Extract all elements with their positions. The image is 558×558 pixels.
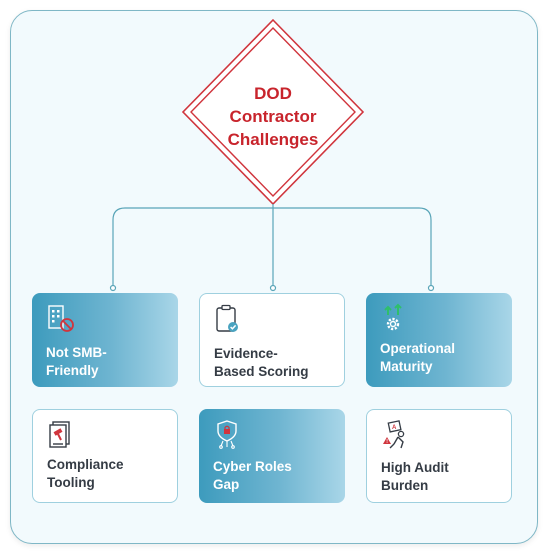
document-gavel-icon bbox=[49, 421, 70, 448]
card-label: Cyber Roles Gap bbox=[213, 459, 292, 492]
card-label: Compliance Tooling bbox=[47, 457, 124, 490]
svg-text:!: ! bbox=[386, 439, 388, 445]
title-line-2: Contractor bbox=[229, 107, 317, 126]
shield-lock-network-icon bbox=[217, 420, 237, 449]
svg-text:A: A bbox=[392, 425, 397, 431]
card-high-audit-burden: A ! High Audit Burden bbox=[366, 409, 512, 503]
connector-lines bbox=[112, 204, 432, 288]
title-line-1: DOD bbox=[254, 84, 292, 103]
card-cyber-roles-gap: Cyber Roles Gap bbox=[199, 409, 345, 503]
card-label: Evidence- Based Scoring bbox=[214, 346, 309, 379]
card-label: Not SMB- Friendly bbox=[46, 345, 107, 378]
card-label: High Audit Burden bbox=[381, 460, 449, 493]
building-prohibited-icon bbox=[48, 305, 74, 332]
gear-arrows-icon bbox=[384, 303, 402, 331]
card-label: Operational Maturity bbox=[380, 341, 456, 374]
card-evidence-based-scoring: Evidence- Based Scoring bbox=[199, 293, 345, 387]
card-compliance-tooling: Compliance Tooling bbox=[32, 409, 178, 503]
title-line-3: Challenges bbox=[227, 130, 319, 149]
overloaded-worker-icon: A ! bbox=[383, 420, 405, 449]
card-not-smb-friendly: Not SMB- Friendly bbox=[32, 293, 178, 387]
card-operational-maturity: Operational Maturity bbox=[366, 293, 512, 387]
clipboard-check-icon bbox=[216, 304, 238, 332]
connector-dots bbox=[109, 284, 435, 292]
diagram-title: DOD Contractor Challenges bbox=[198, 82, 348, 151]
